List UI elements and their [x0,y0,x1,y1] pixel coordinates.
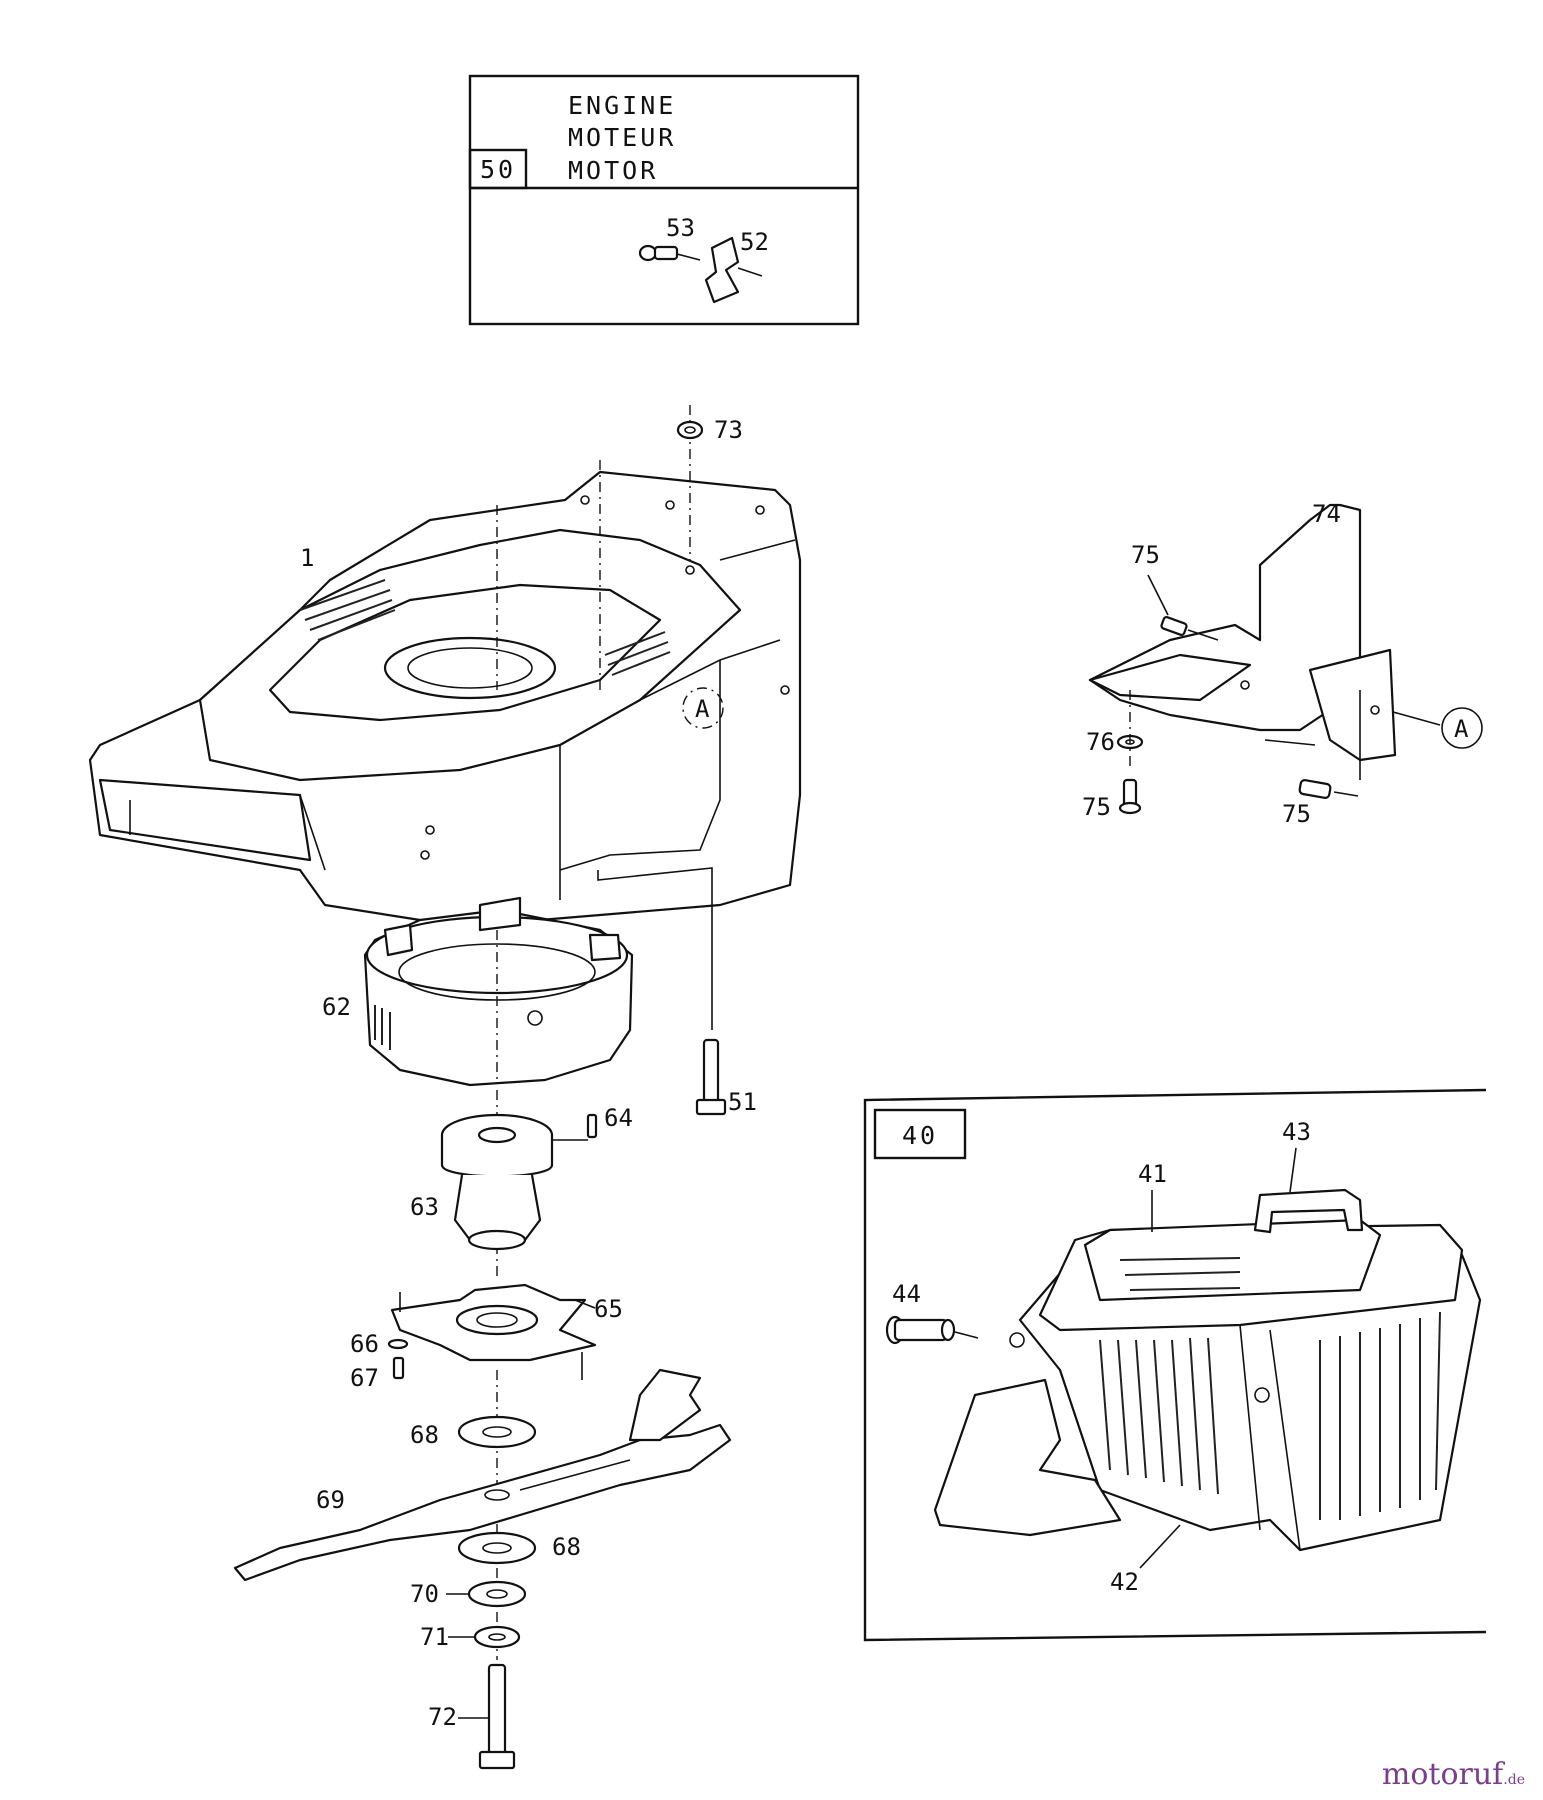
mulch-deflector: A [1088,503,1483,780]
mower-deck: A [88,460,802,922]
callout-69: 69 [316,1486,345,1514]
callout-75-top: 75 [1131,541,1160,569]
engine-box-number: 50 [480,155,516,184]
catcher-box: 40 [863,1088,1487,1642]
engine-clip-52 [704,236,763,304]
catcher-mesh [1099,1257,1441,1520]
part-75-screw-top [1160,616,1219,641]
callout-67: 67 [350,1364,379,1392]
part-67-screw [392,1356,405,1380]
callout-51: 51 [728,1088,757,1116]
deck-ref-mark-a: A [695,695,710,723]
callout-41: 41 [1138,1160,1167,1188]
callout-64: 64 [604,1104,633,1132]
part-62-fan-housing [363,896,634,1087]
watermark-brand: motoruf [1381,1757,1504,1792]
callout-1: 1 [300,544,314,572]
callout-71: 71 [420,1623,449,1651]
part-70-washer [467,1580,527,1608]
watermark-tld: .de [1503,1772,1525,1788]
callout-63: 63 [410,1193,439,1221]
callout-43: 43 [1282,1118,1311,1146]
callout-74: 74 [1312,500,1341,528]
part-63-pulley-hub [440,1090,598,1280]
catcher-box-number: 40 [902,1121,938,1150]
callout-76: 76 [1086,728,1115,756]
part-44-pin [885,1315,979,1345]
callout-66: 66 [350,1330,379,1358]
grass-catcher [933,1188,1482,1552]
part-72-bolt [478,1663,516,1770]
engine-box: 50 ENGINE MOTEUR MOTOR 53 52 [468,74,860,326]
callout-75-right: 75 [1282,800,1311,828]
callout-70: 70 [410,1580,439,1608]
part-51-bolt [597,867,727,1116]
deck-vent-side [604,631,671,676]
callout-68-top: 68 [410,1421,439,1449]
part-68-spacer-top [457,1370,537,1660]
part-66-washer [387,1338,409,1350]
callout-65: 65 [594,1295,623,1323]
callout-52: 52 [740,228,769,256]
callout-53: 53 [666,214,695,242]
callout-68-bottom: 68 [552,1533,581,1561]
callout-44: 44 [892,1280,921,1308]
part-69-blade [233,1368,732,1582]
callout-72: 72 [428,1703,457,1731]
part-75-screw-bottom-right [1298,779,1359,799]
part-75-screw-bottom-left [1118,690,1142,815]
callout-75-left: 75 [1082,793,1111,821]
callout-73: 73 [714,416,743,444]
deflector-ref-mark-a: A [1454,715,1469,743]
engine-title-en: ENGINE [568,91,676,120]
deck-vent-front [299,579,396,641]
part-65-blade-adapter [390,1283,597,1380]
watermark-logo: motoruf.de [1382,1757,1525,1792]
callout-42: 42 [1110,1568,1139,1596]
part-73-nut [676,405,704,560]
engine-screw-53 [638,244,701,262]
engine-title-fr: MOTEUR [568,123,676,152]
part-68-spacer-bottom [457,1531,537,1565]
engine-title-de: MOTOR [568,156,658,185]
part-71-washer [473,1625,521,1649]
callout-62: 62 [322,993,351,1021]
